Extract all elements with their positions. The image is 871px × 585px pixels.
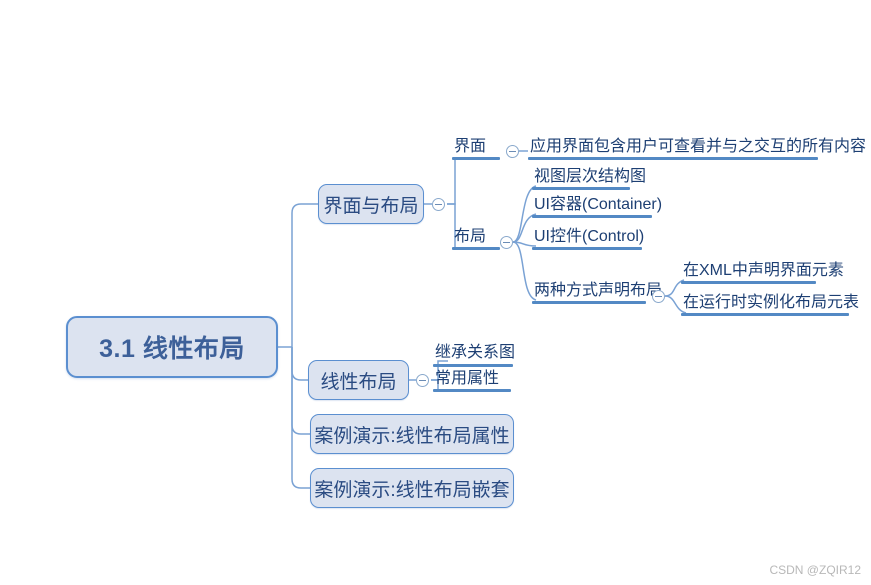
- node-view-hierarchy-label: 视图层次结构图: [534, 168, 647, 185]
- node-interface-description-label: 应用界面包含用户可查看并与之交互的所有内容: [530, 138, 867, 155]
- watermark: CSDN @ZQIR12: [769, 563, 861, 577]
- branch-node-label: 案例演示:线性布局属性: [314, 425, 510, 447]
- node-underline: [532, 247, 642, 250]
- branch-node-demo-linear-layout-attributes[interactable]: 案例演示:线性布局属性: [310, 414, 514, 454]
- node-underline: [528, 157, 818, 160]
- branch-node-label: 案例演示:线性布局嵌套: [314, 479, 510, 501]
- collapse-icon-layout[interactable]: [500, 236, 513, 249]
- node-inheritance-diagram-label: 继承关系图: [435, 343, 516, 361]
- node-declare-in-xml-label: 在XML中声明界面元素: [683, 262, 844, 279]
- node-ui-container-label: UI容器(Container): [534, 196, 663, 213]
- node-view-hierarchy[interactable]: 视图层次结构图: [532, 168, 647, 190]
- branch-node-linear-layout[interactable]: 线性布局: [308, 360, 409, 400]
- node-underline: [532, 215, 652, 218]
- node-inheritance-diagram-underline: [433, 364, 513, 367]
- root-node[interactable]: 3.1 线性布局: [66, 316, 278, 378]
- node-underline: [681, 281, 816, 284]
- node-underline: [452, 157, 500, 160]
- node-interface-label: 界面: [454, 138, 487, 155]
- node-ui-container[interactable]: UI容器(Container): [532, 196, 663, 218]
- node-underline: [452, 247, 500, 250]
- branch-node-label: 界面与布局: [323, 195, 419, 217]
- node-interface-description[interactable]: 应用界面包含用户可查看并与之交互的所有内容: [528, 138, 867, 160]
- node-instantiate-at-runtime[interactable]: 在运行时实例化布局元表: [681, 294, 860, 316]
- node-two-ways-declare-layout[interactable]: 两种方式声明布局: [532, 282, 663, 304]
- node-declare-in-xml[interactable]: 在XML中声明界面元素: [681, 262, 844, 284]
- node-inheritance-diagram[interactable]: 继承关系图: [433, 341, 516, 363]
- collapse-icon-two-ways-declare-layout[interactable]: [652, 290, 665, 303]
- node-layout-label: 布局: [454, 228, 487, 245]
- node-two-ways-declare-layout-label: 两种方式声明布局: [534, 282, 663, 299]
- node-ui-control-label: UI控件(Control): [534, 228, 645, 245]
- node-instantiate-at-runtime-label: 在运行时实例化布局元表: [683, 294, 860, 311]
- branch-node-demo-linear-layout-nesting[interactable]: 案例演示:线性布局嵌套: [310, 468, 514, 508]
- root-node-label: 3.1 线性布局: [99, 335, 245, 363]
- node-common-attributes-label: 常用属性: [435, 370, 500, 387]
- node-common-attributes[interactable]: 常用属性: [433, 370, 511, 392]
- node-underline: [532, 187, 630, 190]
- branch-node-interface-and-layout[interactable]: 界面与布局: [318, 184, 424, 224]
- node-underline: [532, 301, 646, 304]
- node-ui-control[interactable]: UI控件(Control): [532, 228, 645, 250]
- collapse-icon-interface-and-layout[interactable]: [432, 198, 445, 211]
- node-underline: [433, 389, 511, 392]
- node-interface[interactable]: 界面: [452, 138, 500, 160]
- collapse-icon-linear-layout[interactable]: [416, 374, 429, 387]
- node-layout[interactable]: 布局: [452, 228, 500, 250]
- collapse-icon-interface[interactable]: [506, 145, 519, 158]
- branch-node-label: 线性布局: [320, 371, 397, 393]
- node-underline: [681, 313, 849, 316]
